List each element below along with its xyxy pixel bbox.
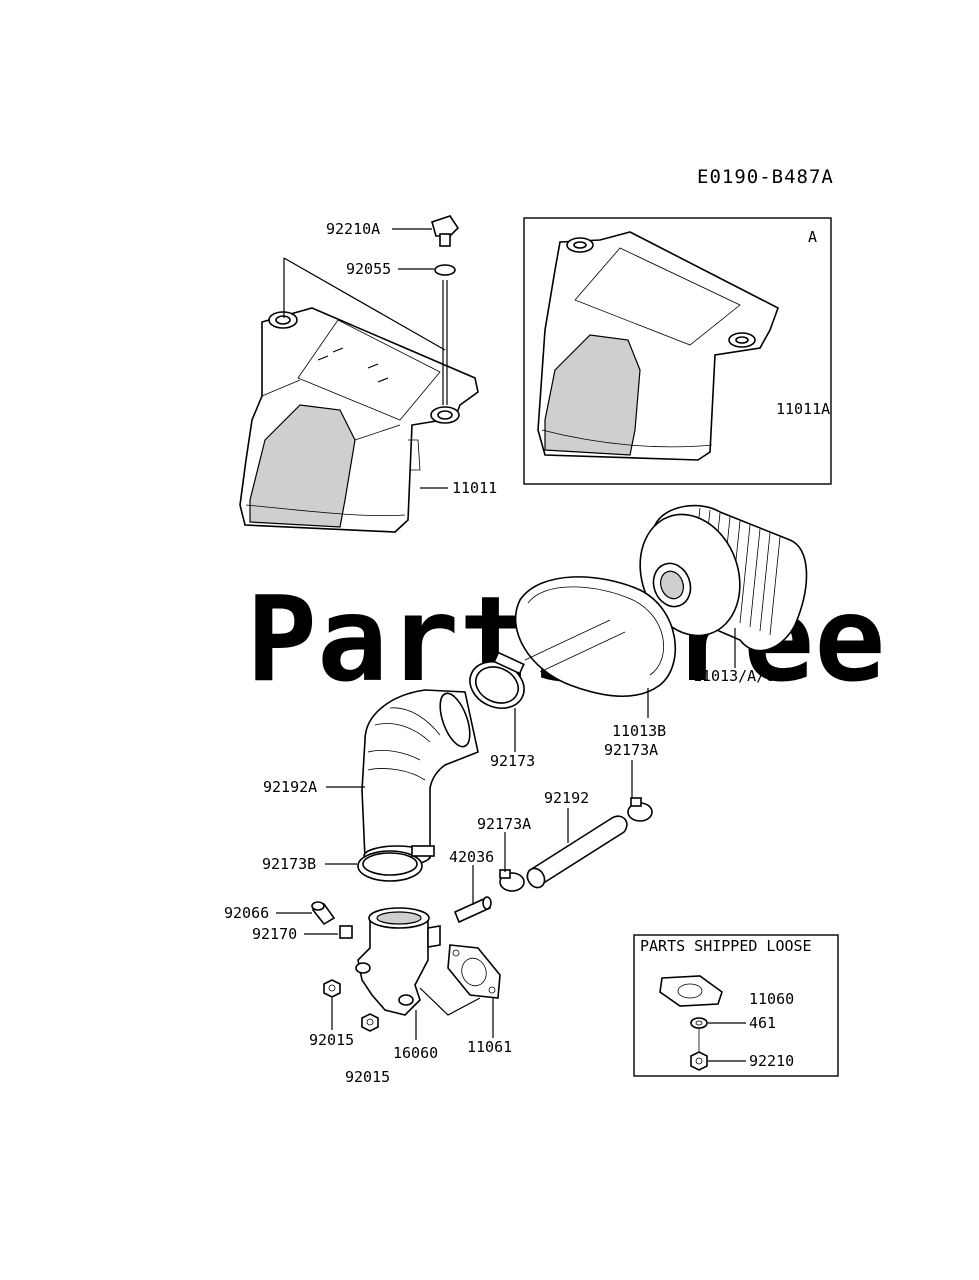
callout-92170[interactable]: 92170 bbox=[252, 925, 297, 943]
parts-shipped-loose-title: PARTS SHIPPED LOOSE bbox=[640, 937, 812, 955]
callout-92173[interactable]: 92173 bbox=[490, 752, 535, 770]
nut-92015-left[interactable] bbox=[323, 979, 341, 998]
callout-92192[interactable]: 92192 bbox=[544, 789, 589, 807]
gasket-11060[interactable] bbox=[659, 975, 723, 1007]
hose-92192[interactable] bbox=[524, 815, 628, 890]
elbow-hose-92192A[interactable] bbox=[361, 689, 479, 867]
tube-42036[interactable] bbox=[453, 896, 492, 924]
cap-92066[interactable] bbox=[311, 901, 336, 926]
nut-92015-bottom[interactable] bbox=[361, 1013, 379, 1032]
callout-92066[interactable]: 92066 bbox=[224, 904, 269, 922]
loose-part-92210[interactable]: 92210 bbox=[749, 1052, 794, 1070]
washer-461[interactable] bbox=[690, 1017, 708, 1029]
leader-housing-diagonal bbox=[283, 257, 446, 351]
filter-element-11013AC[interactable] bbox=[624, 500, 808, 652]
hose-clamp-92173B[interactable] bbox=[357, 845, 435, 882]
callout-11013B[interactable]: 11013B bbox=[612, 722, 666, 740]
air-cleaner-housing-11011A[interactable] bbox=[537, 231, 779, 461]
callout-11013AC[interactable]: 11013/A/C bbox=[693, 667, 774, 685]
gasket-11061[interactable] bbox=[447, 944, 501, 999]
callout-92015-left[interactable]: 92015 bbox=[309, 1031, 354, 1049]
clamp-92170[interactable] bbox=[339, 925, 353, 939]
inset-a-tag: A bbox=[808, 228, 817, 246]
callout-92173A-upper[interactable]: 92173A bbox=[604, 741, 658, 759]
callout-92055[interactable]: 92055 bbox=[346, 260, 391, 278]
wing-nut-92210A[interactable] bbox=[431, 215, 460, 247]
callout-92173A-lower[interactable]: 92173A bbox=[477, 815, 531, 833]
nut-92210[interactable] bbox=[690, 1051, 708, 1071]
inset-a-part-label[interactable]: 11011A bbox=[776, 400, 830, 418]
callout-92210A[interactable]: 92210A bbox=[326, 220, 380, 238]
leader-16060-bracket bbox=[419, 987, 481, 1016]
hose-clamp-92173A-lower[interactable] bbox=[499, 869, 525, 892]
callout-11061[interactable]: 11061 bbox=[467, 1038, 512, 1056]
inset-a-frame bbox=[523, 217, 832, 485]
callout-42036[interactable]: 42036 bbox=[449, 848, 494, 866]
parts-shipped-loose-box bbox=[633, 934, 839, 1077]
intake-pipe-16060[interactable] bbox=[355, 907, 441, 1016]
loose-part-461[interactable]: 461 bbox=[749, 1014, 776, 1032]
pre-cleaner-11013B[interactable] bbox=[514, 576, 677, 698]
callout-92173B[interactable]: 92173B bbox=[262, 855, 316, 873]
diagram-code: E0190-B487A bbox=[697, 166, 834, 188]
callout-92015-bottom[interactable]: 92015 bbox=[345, 1068, 390, 1086]
air-cleaner-housing-11011[interactable] bbox=[239, 307, 479, 533]
callout-92192A[interactable]: 92192A bbox=[263, 778, 317, 796]
o-ring-92055[interactable] bbox=[434, 264, 456, 276]
callout-11011[interactable]: 11011 bbox=[452, 479, 497, 497]
hose-clamp-92173A-upper[interactable] bbox=[627, 797, 653, 822]
callout-16060[interactable]: 16060 bbox=[393, 1044, 438, 1062]
loose-part-11060[interactable]: 11060 bbox=[749, 990, 794, 1008]
hose-clamp-92173[interactable] bbox=[462, 651, 531, 717]
